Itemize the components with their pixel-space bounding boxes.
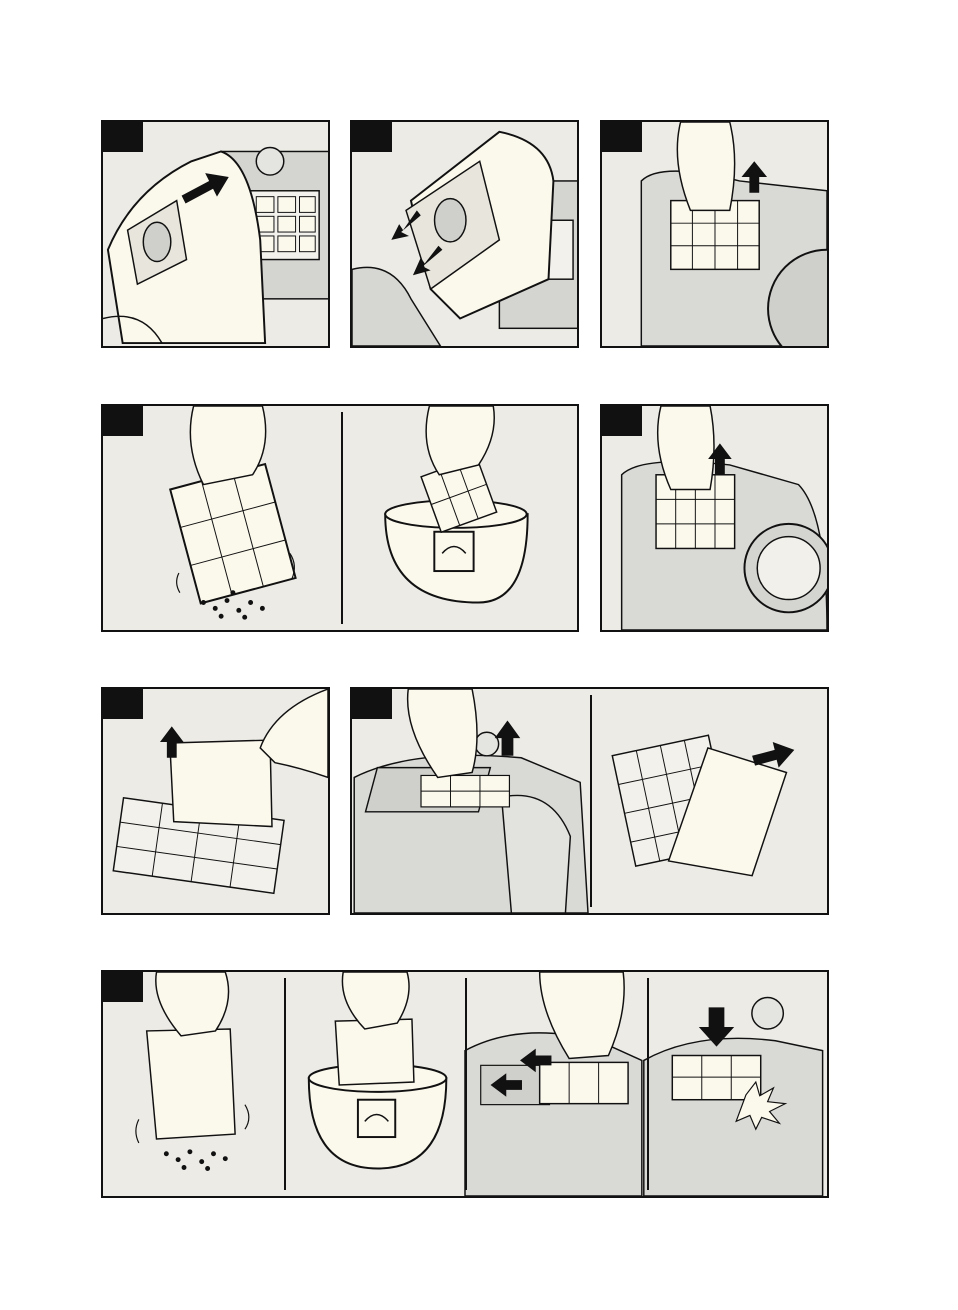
- step-panel-3: [600, 120, 829, 348]
- dust-bag-removal-illustration: [103, 122, 328, 346]
- dust-bag-insert-illustration: [352, 122, 577, 346]
- step-panel-4: [101, 404, 579, 632]
- filter-lift-out-illustration: [602, 406, 827, 630]
- panel-divider: [647, 978, 649, 1190]
- step-number-tag: [352, 689, 392, 719]
- step-number-tag: [103, 689, 143, 719]
- step-panel-6: [101, 687, 330, 915]
- step-panel-2: [350, 120, 579, 348]
- filter-lift-out-illustration: [602, 122, 827, 346]
- step-number-tag: [103, 122, 143, 152]
- step-panel-1: [101, 120, 330, 348]
- step-number-tag: [103, 406, 143, 436]
- step-panel-7: [350, 687, 829, 915]
- panel-divider: [341, 412, 343, 624]
- filter-tap-out-and-wash-illustration: [103, 406, 577, 630]
- step-number-tag: [602, 122, 642, 152]
- step-number-tag: [602, 406, 642, 436]
- step-panel-8: [101, 970, 829, 1198]
- filter-pad-removal-illustration: [103, 689, 328, 913]
- step-number-tag: [103, 972, 143, 1002]
- panel-divider: [590, 695, 592, 907]
- step-number-tag: [352, 122, 392, 152]
- panel-divider: [284, 978, 286, 1190]
- panel-divider: [465, 978, 467, 1190]
- step-panel-5: [600, 404, 829, 632]
